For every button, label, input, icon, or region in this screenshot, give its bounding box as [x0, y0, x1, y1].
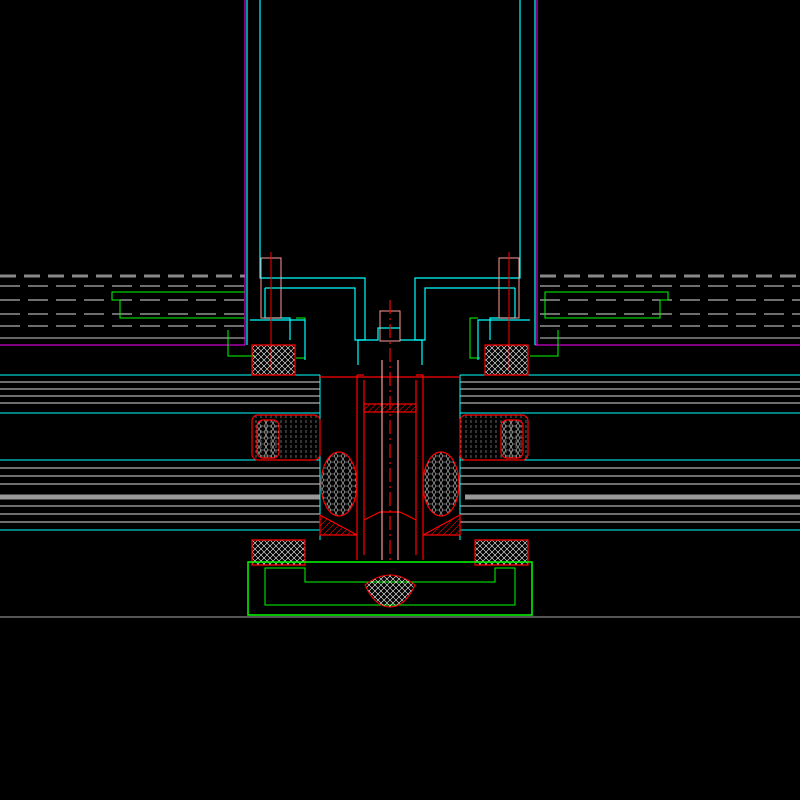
glass-panes	[0, 374, 800, 540]
edge-seals	[251, 414, 529, 536]
gaskets	[251, 344, 529, 566]
pressure-plate	[247, 561, 533, 616]
magenta-edge-lines	[244, 0, 538, 345]
upper-layer-lines	[0, 274, 800, 346]
central-connector	[320, 300, 460, 560]
bottom-cap-seal	[364, 574, 416, 608]
mullion-frame	[246, 0, 536, 365]
